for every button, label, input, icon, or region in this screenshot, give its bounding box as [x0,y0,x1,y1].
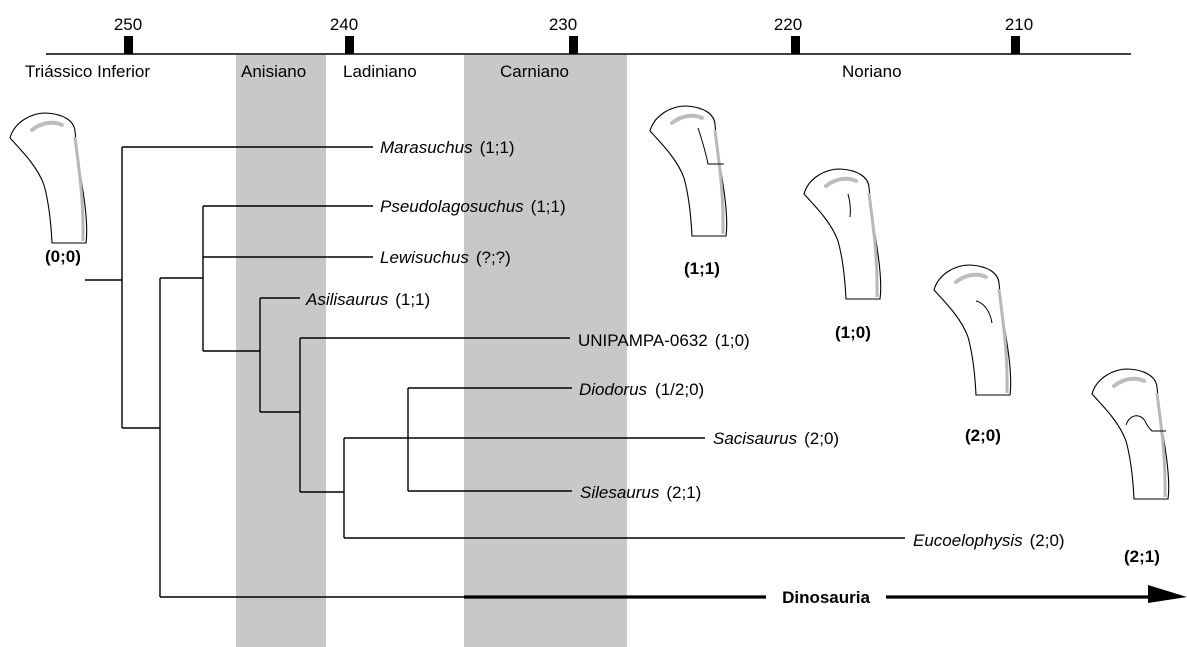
tooth-icon [1092,369,1169,499]
taxon-name-pseudolagosuchus: Pseudolagosuchus [380,197,524,216]
taxon-label-marasuchus: Marasuchus (1;1) [380,138,515,157]
taxon-name-asilisaurus: Asilisaurus [305,290,389,309]
clade-label-dinosauria: Dinosauria [782,588,870,607]
tooth-label-20: (2;0) [965,426,1001,445]
taxon-states-pseudolagosuchus: (1;1) [531,197,566,216]
tooth-icon [804,169,881,299]
taxon-label-sacisaurus: Sacisaurus (2;0) [713,429,839,448]
stage-label-anisiano: Anisiano [241,62,306,81]
tick-mark [569,36,578,54]
tooth-icon [650,106,727,236]
taxon-states-eucoelophysis: (2;0) [1030,531,1065,550]
taxon-label-diodorus: Diodorus (1/2;0) [579,380,704,399]
tick-label-230: 230 [549,15,577,34]
tick-mark [345,36,354,54]
tooth-label-11: (1;1) [684,259,720,278]
taxon-label-lewisuchus: Lewisuchus (?;?) [380,248,511,267]
taxon-name-silesaurus: Silesaurus [580,483,660,502]
taxon-states-marasuchus: (1;1) [480,138,515,157]
taxon-label-pseudolagosuchus: Pseudolagosuchus (1;1) [380,197,566,216]
taxon-label-eucoelophysis: Eucoelophysis (2;0) [913,531,1065,550]
taxon-states-sacisaurus: (2;0) [804,429,839,448]
taxon-states-diodorus: (1/2;0) [655,380,704,399]
tick-label-210: 210 [1005,15,1033,34]
taxon-label-unipampa: UNIPAMPA-0632 (1;0) [578,331,750,350]
tooth-icon [934,265,1011,395]
taxon-states-silesaurus: (2;1) [666,483,701,502]
stage-label-noriano: Noriano [842,62,902,81]
taxon-label-silesaurus: Silesaurus (2;1) [580,483,701,502]
taxon-name-marasuchus: Marasuchus [380,138,473,157]
taxon-name-lewisuchus: Lewisuchus [380,248,469,267]
tooth-label-00: (0;0) [45,247,81,266]
taxon-name-eucoelophysis: Eucoelophysis [913,531,1023,550]
tooth-icon [10,113,87,243]
taxon-states-lewisuchus: (?;?) [476,248,511,267]
taxon-states-asilisaurus: (1;1) [395,290,430,309]
taxon-name-sacisaurus: Sacisaurus [713,429,798,448]
dinosauria-arrowhead [1148,585,1187,603]
tooth-label-10: (1;0) [835,323,871,342]
taxon-name-diodorus: Diodorus [579,380,648,399]
stage-label-ladiniano: Ladiniano [343,62,417,81]
taxon-states-unipampa: (1;0) [715,331,750,350]
tick-label-220: 220 [774,15,802,34]
tick-label-240: 240 [330,15,358,34]
tick-mark [791,36,800,54]
taxon-name-unipampa: UNIPAMPA-0632 [578,331,708,350]
stage-labels: Triássico Inferior Anisiano Ladiniano Ca… [25,62,902,81]
tooth-label-21: (2;1) [1124,547,1160,566]
time-axis: 250 240 230 220 210 [46,15,1131,54]
tick-mark [1011,36,1020,54]
tick-mark [124,36,133,54]
taxon-label-asilisaurus: Asilisaurus (1;1) [305,290,430,309]
tick-label-250: 250 [114,15,142,34]
stage-label-triassico-inferior: Triássico Inferior [25,62,150,81]
stage-label-carniano: Carniano [500,62,569,81]
